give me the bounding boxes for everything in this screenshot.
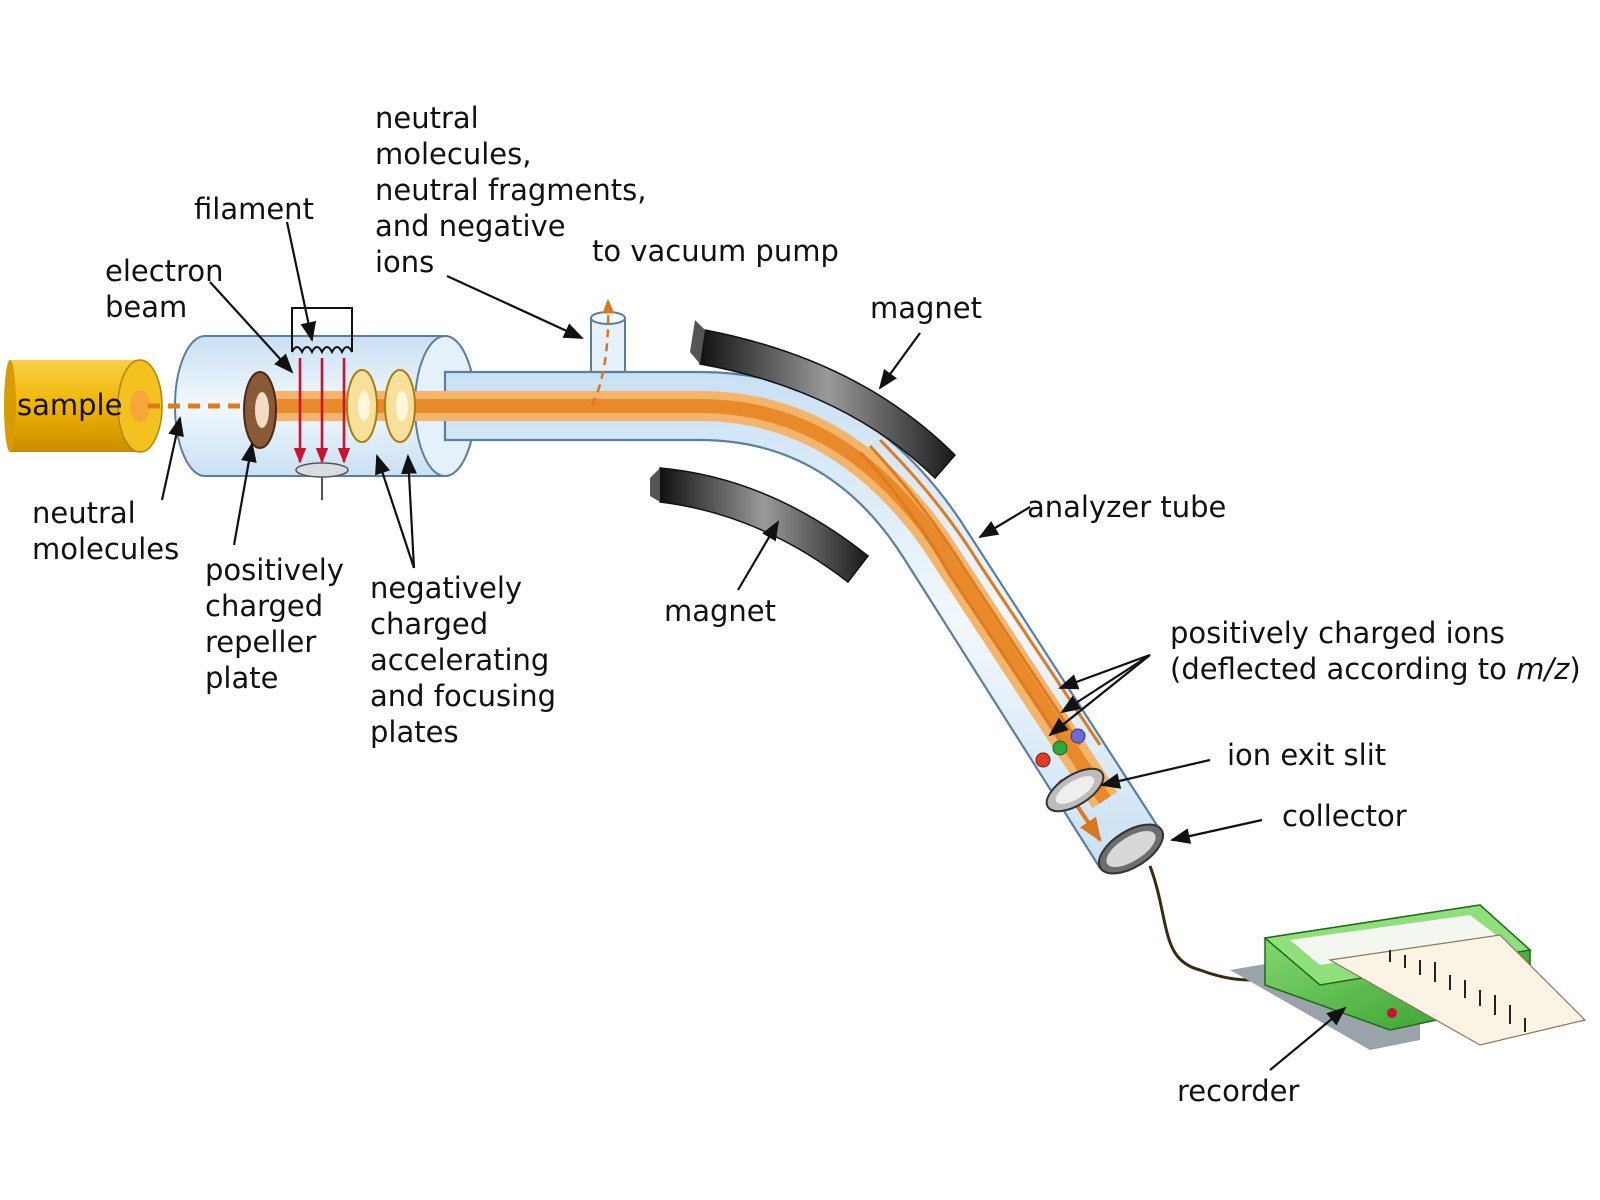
label-filament: filament	[194, 192, 314, 226]
label-magnet-top: magnet	[870, 291, 982, 325]
ions	[1035, 728, 1086, 768]
label-vacuum-pump: to vacuum pump	[592, 234, 839, 268]
accelerating-plates	[346, 369, 416, 443]
filament	[291, 307, 353, 355]
recorder-device	[1230, 904, 1587, 1050]
ion-exit-slit	[1045, 767, 1105, 813]
label-ion-exit-slit: ion exit slit	[1227, 738, 1386, 772]
label-positive-ions: positively charged ions (deflected accor…	[1170, 616, 1581, 686]
repeller-plate	[243, 371, 277, 449]
label-recorder: recorder	[1177, 1074, 1299, 1108]
leader-arrows	[160, 221, 1347, 1071]
label-accelerating-plates: negatively charged accelerating and focu…	[370, 571, 565, 749]
electron-trap	[295, 462, 349, 500]
label-sample: sample	[17, 388, 122, 422]
label-analyzer-tube: analyzer tube	[1027, 490, 1226, 524]
label-neutral-molecules: neutral molecules	[32, 496, 179, 566]
label-vented-species: neutral molecules, neutral fragments, an…	[375, 101, 656, 279]
label-magnet-bottom: magnet	[664, 594, 776, 628]
electron-beam-arrows	[293, 358, 351, 464]
magnet-bottom	[650, 467, 870, 584]
label-electron-beam: electron beam	[105, 254, 233, 324]
label-collector: collector	[1282, 799, 1407, 833]
sample-cylinder	[4, 359, 163, 453]
label-repeller-plate: positively charged repeller plate	[205, 553, 353, 695]
magnet-top	[690, 320, 957, 480]
ion-beam	[148, 298, 1118, 842]
